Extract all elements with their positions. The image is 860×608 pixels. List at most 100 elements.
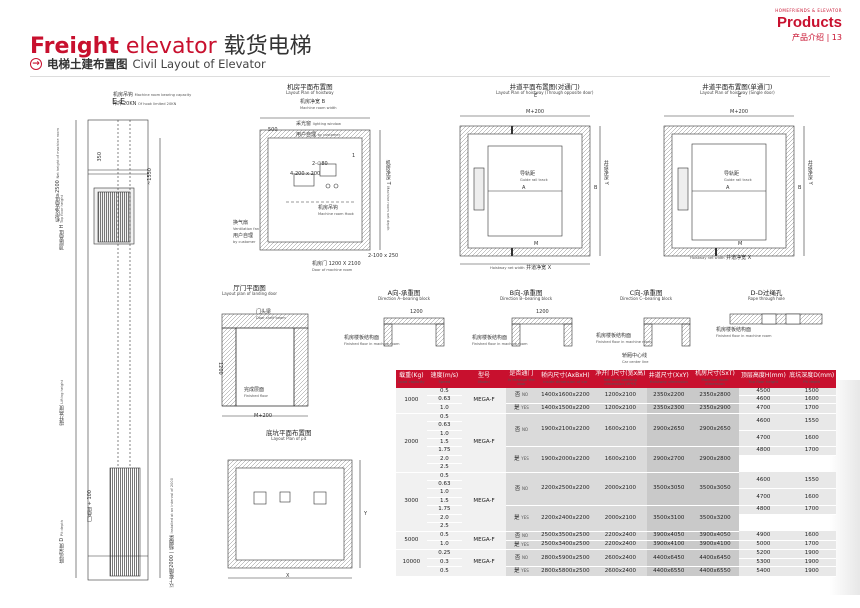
- table-cell: 1700: [787, 403, 836, 414]
- table-row: 0.63: [396, 421, 836, 431]
- table-cell: 4400x6450: [690, 549, 740, 568]
- table-cell: 0.5: [426, 531, 462, 541]
- ht-dim-b: B: [594, 185, 598, 191]
- table-cell: 5200: [739, 549, 788, 559]
- table-cell: 2.0: [426, 514, 462, 524]
- table-header-cell: 底坑深度D(mm)Pit depth: [787, 370, 836, 388]
- door-type-cell: 是 YES: [505, 505, 537, 532]
- mr-depth-label: 机房净深 T Machine room net depth: [384, 160, 391, 231]
- pit-dim-x: X: [286, 573, 290, 579]
- table-cell: 1600: [787, 395, 836, 405]
- door-type-cell: 是 YES: [505, 566, 537, 577]
- table-cell: 2800x5800x2500: [536, 566, 594, 577]
- section-top-floor: 顶层高度 H Top floor height: [59, 195, 65, 250]
- table-cell: 4400x6550: [646, 566, 691, 577]
- table-cell: 1.0: [426, 430, 462, 440]
- table-header-cell: 载重(Kg)Load capacity: [396, 370, 427, 388]
- table-cell: 3900x4050: [690, 531, 740, 541]
- table-cell: 0.5: [426, 472, 462, 482]
- table-cell: 1900: [787, 558, 836, 568]
- table-cell: 2600x2400: [593, 566, 647, 577]
- table-row: 2.0: [396, 455, 836, 465]
- table-cell: 2000x2100: [593, 505, 647, 532]
- section-hook-label: 吊吊20KN Of hook limited 20KN: [113, 101, 177, 107]
- section-ee-title: E-E: [112, 97, 125, 106]
- table-cell: 2900x2700: [646, 446, 691, 473]
- table-cell: 3900x4050: [646, 531, 691, 541]
- table-cell: 3500x3050: [690, 472, 740, 507]
- table-cell: 0.5: [426, 566, 462, 577]
- section-buffer-note: 以上每隔2000一档圈梁 Installed at an interval of…: [169, 478, 175, 588]
- table-cell: 4500: [739, 387, 788, 397]
- table-cell: 1.0: [426, 540, 462, 551]
- table-cell: 2350x2200: [646, 387, 691, 405]
- table-cell: 1900: [787, 549, 836, 559]
- door-type-cell: 否 NO: [505, 472, 537, 507]
- table-header-cell: 净开门尺寸(宽x高)Net door opening dimension (W*…: [593, 370, 647, 388]
- section-door-height: 门高度 + 100: [87, 490, 93, 522]
- table-cell: 1400x1500x2200: [536, 403, 594, 414]
- table-cell: 10000: [396, 549, 427, 577]
- table-cell: 2800x5900x2500: [536, 549, 594, 568]
- ht-dim-m: M: [534, 241, 539, 247]
- table-cell: 2900x2800: [690, 446, 740, 473]
- table-cell: 4700: [739, 403, 788, 414]
- table-cell: 3900x4100: [646, 540, 691, 551]
- table-row: 1.5: [396, 497, 836, 507]
- table-cell: 4800: [739, 505, 788, 515]
- hs-dim-m: M: [738, 241, 743, 247]
- table-cell: 0.63: [426, 480, 462, 490]
- subtitle-cn: 电梯土建布置图: [47, 57, 128, 71]
- table-cell: 2600x2400: [593, 549, 647, 568]
- table-cell: 1200x2100: [593, 387, 647, 405]
- header-divider: [30, 76, 830, 77]
- table-row: 2.5: [396, 463, 836, 473]
- table-cell: MEGA-F: [461, 387, 506, 414]
- table-cell: 2350x2300: [646, 403, 691, 414]
- table-cell: MEGA-F: [461, 413, 506, 473]
- table-cell: 2200x2500x2200: [536, 472, 594, 507]
- table-cell: 1900x2000x2200: [536, 446, 594, 473]
- table-cell: 4800: [739, 446, 788, 456]
- table-cell: 1.75: [426, 446, 462, 456]
- mr-dim-1: 1: [352, 153, 356, 159]
- table-cell: 1600x2100: [593, 413, 647, 448]
- table-cell: 2900x2650: [690, 413, 740, 448]
- rope-hole-drawing: [729, 313, 823, 325]
- table-cell: 1500: [787, 387, 836, 397]
- table-cell: 4600: [739, 413, 788, 431]
- subtitle-en: Civil Layout of Elevator: [132, 57, 266, 71]
- table-cell: 0.25: [426, 549, 462, 559]
- brand-page-number: 产品介绍 | 13: [792, 33, 842, 42]
- mr-100x250: 2-100 x 250: [368, 253, 399, 259]
- door-type-cell: 否 NO: [505, 387, 537, 405]
- table-cell: 5400: [739, 566, 788, 577]
- hoistway-through-title: 井道平面布置图(对通门)Layout Plan of hoistway (Thr…: [496, 83, 594, 96]
- table-cell: 2200x2400: [593, 531, 647, 541]
- table-cell: 2000x2100: [593, 472, 647, 507]
- table-cell: 1000: [396, 387, 427, 414]
- section-bearing-label: 机房吊钩 Machine room bearing capacity: [113, 92, 192, 98]
- table-cell: 1.0: [426, 403, 462, 414]
